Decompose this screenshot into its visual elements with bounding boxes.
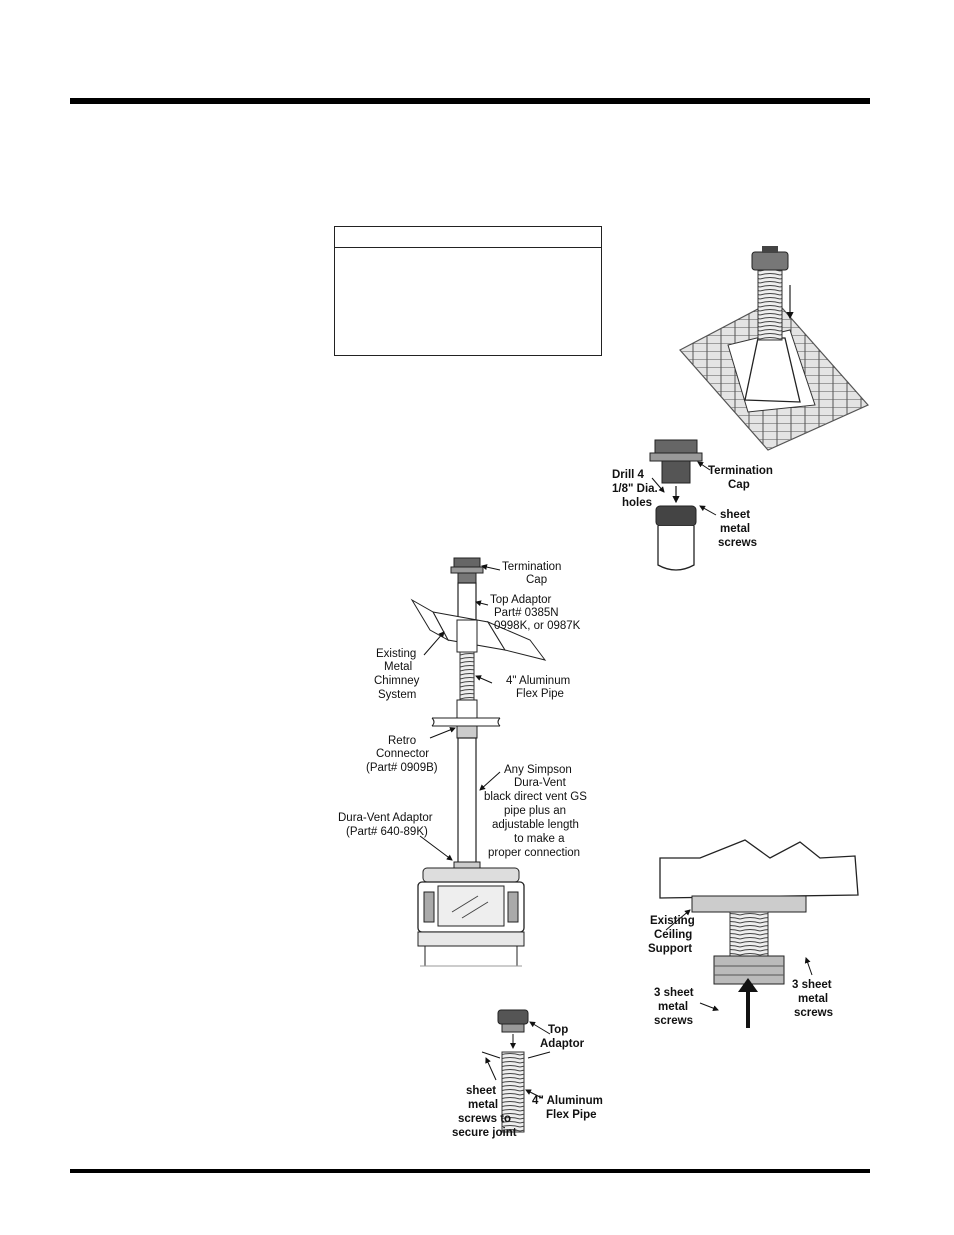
ceiling-support-label: Existing Ceiling Support xyxy=(648,915,698,955)
cs-duravent-label: Dura-Vent Adaptor (Part# 640-89K) xyxy=(338,812,436,838)
top-rule xyxy=(70,98,870,104)
cs-cap-label: Termination Cap xyxy=(502,561,565,586)
chimney-system-figure xyxy=(410,557,547,967)
cs-retro-label: Retro Connector (Part# 0909B) xyxy=(366,735,438,774)
ta-flex-label: 4" Aluminum Flex Pipe xyxy=(532,1095,606,1121)
termination-cap-figure xyxy=(649,439,717,571)
note-box-header xyxy=(335,227,601,248)
ceiling-support-figure xyxy=(659,839,859,1028)
cs-top-adaptor-label: Top Adaptor Part# 0385N 0998K, or 0987K xyxy=(490,594,581,632)
roof-flashing-figure xyxy=(679,246,869,451)
tc-screws-label: sheet metal screws xyxy=(718,509,757,549)
tc-cap-label: Termination Cap xyxy=(708,465,776,491)
tc-drill-label: Drill 4 1/8" Dia. holes xyxy=(612,469,661,509)
ceiling-screws-left-label: 3 sheet metal screws xyxy=(654,987,697,1027)
ta-screws-label: sheet metal screws to secure joint xyxy=(452,1085,517,1139)
cs-simpson-label: Any Simpson Dura-Vent black direct vent … xyxy=(484,764,590,859)
bottom-rule xyxy=(70,1169,870,1173)
note-box xyxy=(334,226,602,356)
ceiling-screws-right-label: 3 sheet metal screws xyxy=(792,979,835,1019)
top-adaptor-joint-figure xyxy=(481,1009,551,1133)
cs-existing-label: Existing Metal Chimney System xyxy=(374,648,423,701)
ta-top-label: Top Adaptor xyxy=(540,1024,585,1050)
cs-flex-label: 4" Aluminum Flex Pipe xyxy=(506,675,573,700)
